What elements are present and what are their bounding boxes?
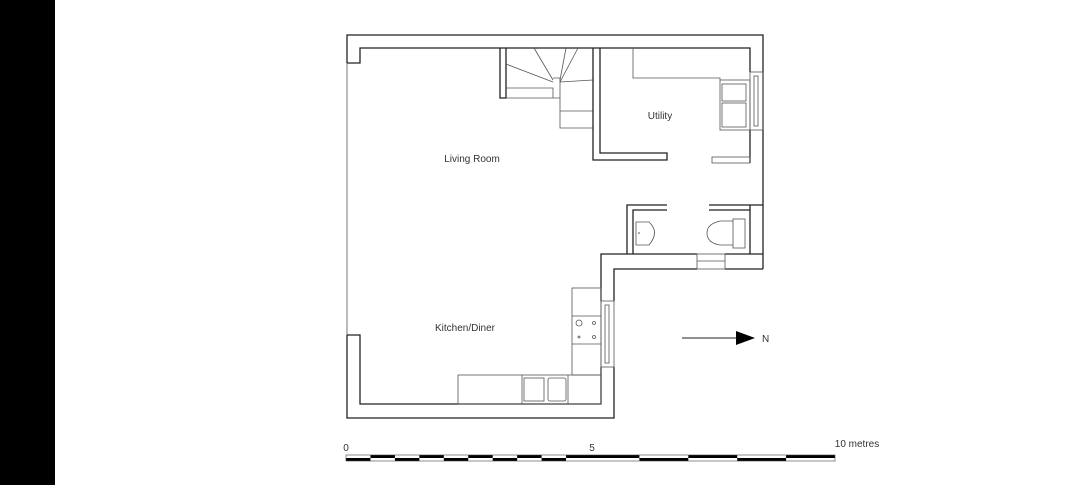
- scale-segment-fine: [394, 458, 420, 461]
- room-label-utility: Utility: [648, 111, 672, 122]
- scale-segment-fine: [517, 455, 542, 458]
- north-label: N: [762, 334, 769, 345]
- scale-segment-coarse: [639, 458, 689, 461]
- basin-icon: [635, 221, 655, 246]
- wc: [626, 204, 763, 254]
- scale-segment-fine: [541, 458, 567, 461]
- scale-segment-coarse: [786, 455, 835, 458]
- sink-drainer: [523, 377, 545, 402]
- scale-segment-fine: [566, 455, 591, 458]
- utility-walls: [592, 48, 751, 164]
- scale-segment-coarse: [688, 455, 738, 458]
- kitchen-units: [457, 287, 602, 405]
- hob-ring: [575, 319, 583, 327]
- scale-label-5: 5: [589, 443, 595, 454]
- north-arrow: N: [682, 331, 769, 345]
- toilet-icon: [706, 220, 733, 246]
- sink-bowl: [547, 377, 567, 402]
- scale-segment-fine: [370, 455, 395, 458]
- staircase: [499, 47, 594, 129]
- scale-bar: 0 5 10 metres: [343, 439, 879, 462]
- windows: [600, 71, 764, 368]
- scale-label-0: 0: [343, 443, 349, 454]
- scale-segment-fine: [492, 458, 518, 461]
- scale-segment-fine: [419, 455, 444, 458]
- scale-segment-fine: [443, 458, 469, 461]
- scale-segment-coarse: [590, 455, 640, 458]
- scale-label-10: 10 metres: [835, 439, 879, 450]
- toilet-cistern: [732, 218, 746, 249]
- exterior-walls: [346, 34, 764, 419]
- left-margin-band: [0, 0, 55, 485]
- scale-segment-fine: [468, 455, 493, 458]
- scale-segment-coarse: [737, 458, 787, 461]
- room-label-living-room: Living Room: [444, 154, 500, 165]
- scale-bar-border: [345, 454, 836, 462]
- room-label-kitchen-diner: Kitchen/Diner: [435, 323, 496, 334]
- arrow-head-icon: [736, 331, 755, 345]
- scale-segment-fine: [346, 458, 371, 461]
